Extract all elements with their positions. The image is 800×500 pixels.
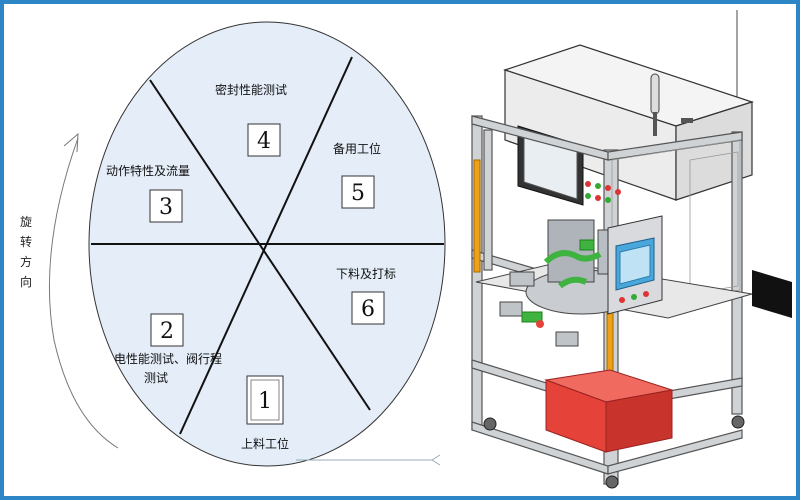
- station-numbers: 4 5 3 2 6 1: [159, 129, 375, 414]
- station-number-3: 3: [159, 195, 173, 220]
- casters: [483, 415, 745, 489]
- svg-text:向: 向: [20, 274, 32, 289]
- station-label-2-line2: 测试: [144, 370, 168, 385]
- station-number-1: 1: [258, 389, 272, 414]
- station-label-3: 动作特性及流量: [106, 163, 190, 178]
- conveyor-strip: [752, 270, 792, 318]
- station-4-box: [247, 123, 281, 157]
- station-5-box: [341, 175, 375, 209]
- station-label-6: 下料及打标: [336, 267, 396, 281]
- station-2-box: [150, 313, 184, 347]
- sector-dividers: [91, 56, 444, 435]
- indicator-buttons: [585, 181, 621, 203]
- station-labels: 密封性能测试 备用工位 动作特性及流量 电性能测试、阀行程 测试 下料及打标 上…: [106, 82, 396, 451]
- hmi-control-box: [607, 215, 663, 315]
- rotary-table: [499, 219, 639, 347]
- station-number-5: 5: [351, 181, 365, 206]
- station-label-2-line1: 电性能测试、阀行程: [114, 351, 222, 366]
- bottom-direction-arrow: [296, 454, 441, 466]
- red-bin: [544, 369, 673, 453]
- rotation-arrow: [48, 132, 119, 449]
- light-curtain-left: [473, 159, 481, 273]
- svg-text:转: 转: [20, 234, 32, 249]
- station-label-5: 备用工位: [333, 141, 381, 156]
- station-boxes: [149, 123, 385, 425]
- station-1-box: [246, 375, 284, 425]
- svg-text:方: 方: [20, 254, 32, 269]
- station-number-6: 6: [361, 297, 375, 322]
- machine-illustration: [471, 10, 792, 489]
- station-3-box: [149, 189, 183, 223]
- station-6-box: [351, 291, 385, 325]
- station-number-2: 2: [160, 319, 174, 344]
- station-label-1: 上料工位: [241, 436, 289, 451]
- station-label-4: 密封性能测试: [215, 82, 287, 97]
- station-number-4: 4: [257, 129, 271, 154]
- rotation-direction-label: 旋 转 方 向: [20, 215, 32, 289]
- svg-text:旋: 旋: [20, 215, 32, 229]
